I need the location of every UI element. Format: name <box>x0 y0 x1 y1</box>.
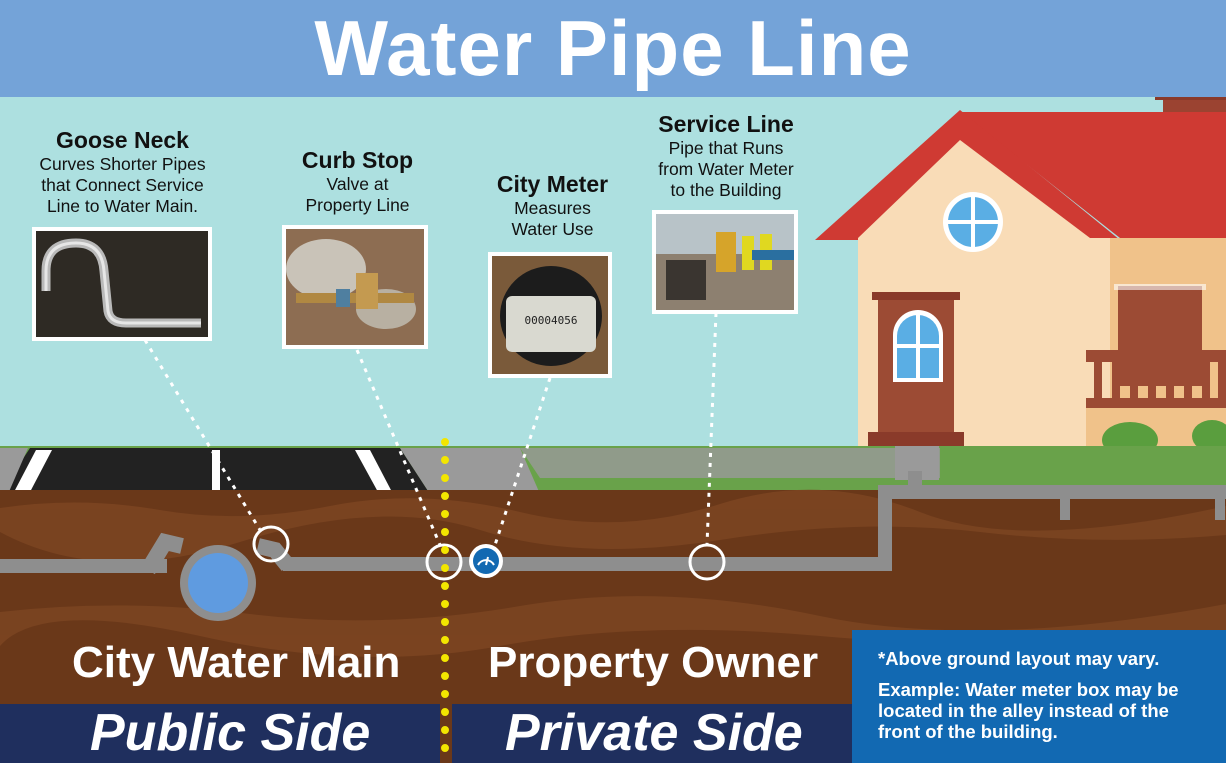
curb-stop-heading: Curb Stop <box>301 147 414 173</box>
note-line-1: *Above ground layout may vary. <box>878 648 1160 669</box>
public-band <box>0 704 440 763</box>
note-box: *Above ground layout may vary. Example: … <box>852 630 1226 763</box>
goose-neck-ring <box>252 525 290 563</box>
public-side-label: Public Side <box>90 704 371 762</box>
page-title: Water Pipe Line <box>314 4 912 92</box>
city-meter-photo: 00004056 <box>488 252 612 378</box>
goose-neck-pipe <box>141 532 184 575</box>
goose-neck-desc: Curves Shorter Pipes that Connect Servic… <box>39 154 206 216</box>
service-line-photo <box>652 210 798 314</box>
curb-stop-desc: Valve at Property Line <box>305 174 410 215</box>
curb-stop-photo <box>282 225 428 349</box>
goose-neck-photo <box>32 227 212 341</box>
title-bar: Water Pipe Line <box>0 0 1226 97</box>
private-side-label: Private Side <box>505 704 803 762</box>
service-line-label: Service Line Pipe that Runs from Water M… <box>640 111 812 201</box>
private-band <box>452 704 852 763</box>
meter-reading: 00004056 <box>524 314 578 327</box>
service-line-heading: Service Line <box>658 111 794 137</box>
porch-rail <box>1086 350 1226 362</box>
city-meter-desc: Measures Water Use <box>511 198 594 239</box>
city-meter-heading: City Meter <box>496 171 609 197</box>
property-owner-label: Property Owner <box>488 638 819 687</box>
city-water-main-label: City Water Main <box>72 638 401 687</box>
goose-neck-heading: Goose Neck <box>56 127 189 153</box>
sidewalk <box>520 448 940 478</box>
city-meter-label: City Meter Measures Water Use <box>470 171 635 240</box>
pipes <box>0 471 1226 573</box>
goose-neck-label: Goose Neck Curves Shorter Pipes that Con… <box>10 127 235 217</box>
curb-stop-label: Curb Stop Valve at Property Line <box>270 147 445 216</box>
house <box>815 86 1226 458</box>
roof-main <box>960 112 1226 238</box>
note-line-2: Example: Water meter box may be located … <box>878 679 1179 742</box>
curb-stop-ring <box>425 543 463 581</box>
service-line-desc: Pipe that Runs from Water Meter to the B… <box>658 138 794 200</box>
